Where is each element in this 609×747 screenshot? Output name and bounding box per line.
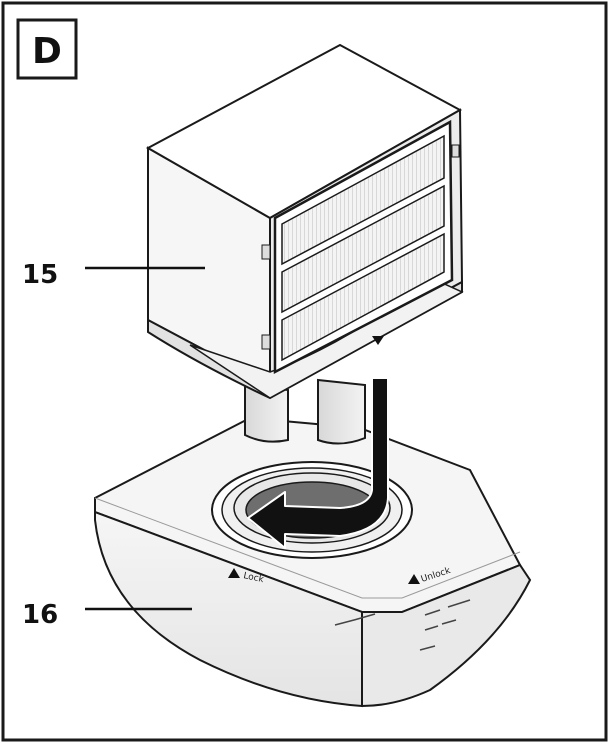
callout-16: 16 — [22, 600, 192, 630]
panel-letter: D — [32, 31, 62, 72]
water-tank — [145, 43, 464, 400]
panel-letter-box: D — [16, 18, 78, 80]
alignment-arrow-icon — [372, 336, 384, 345]
tank-stems — [244, 378, 366, 445]
filter-panel-middle — [281, 184, 445, 314]
control-markings — [334, 599, 471, 651]
callout-15-label: 15 — [22, 260, 58, 290]
filter-panel-top — [281, 134, 445, 266]
filter-panel-bottom — [281, 232, 445, 362]
callout-16-label: 16 — [22, 600, 58, 630]
svg-text:Lock: Lock — [242, 571, 265, 585]
rotation-arrow-icon — [247, 377, 389, 549]
lock-label: Lock — [228, 568, 265, 585]
callout-15: 15 — [22, 260, 205, 290]
